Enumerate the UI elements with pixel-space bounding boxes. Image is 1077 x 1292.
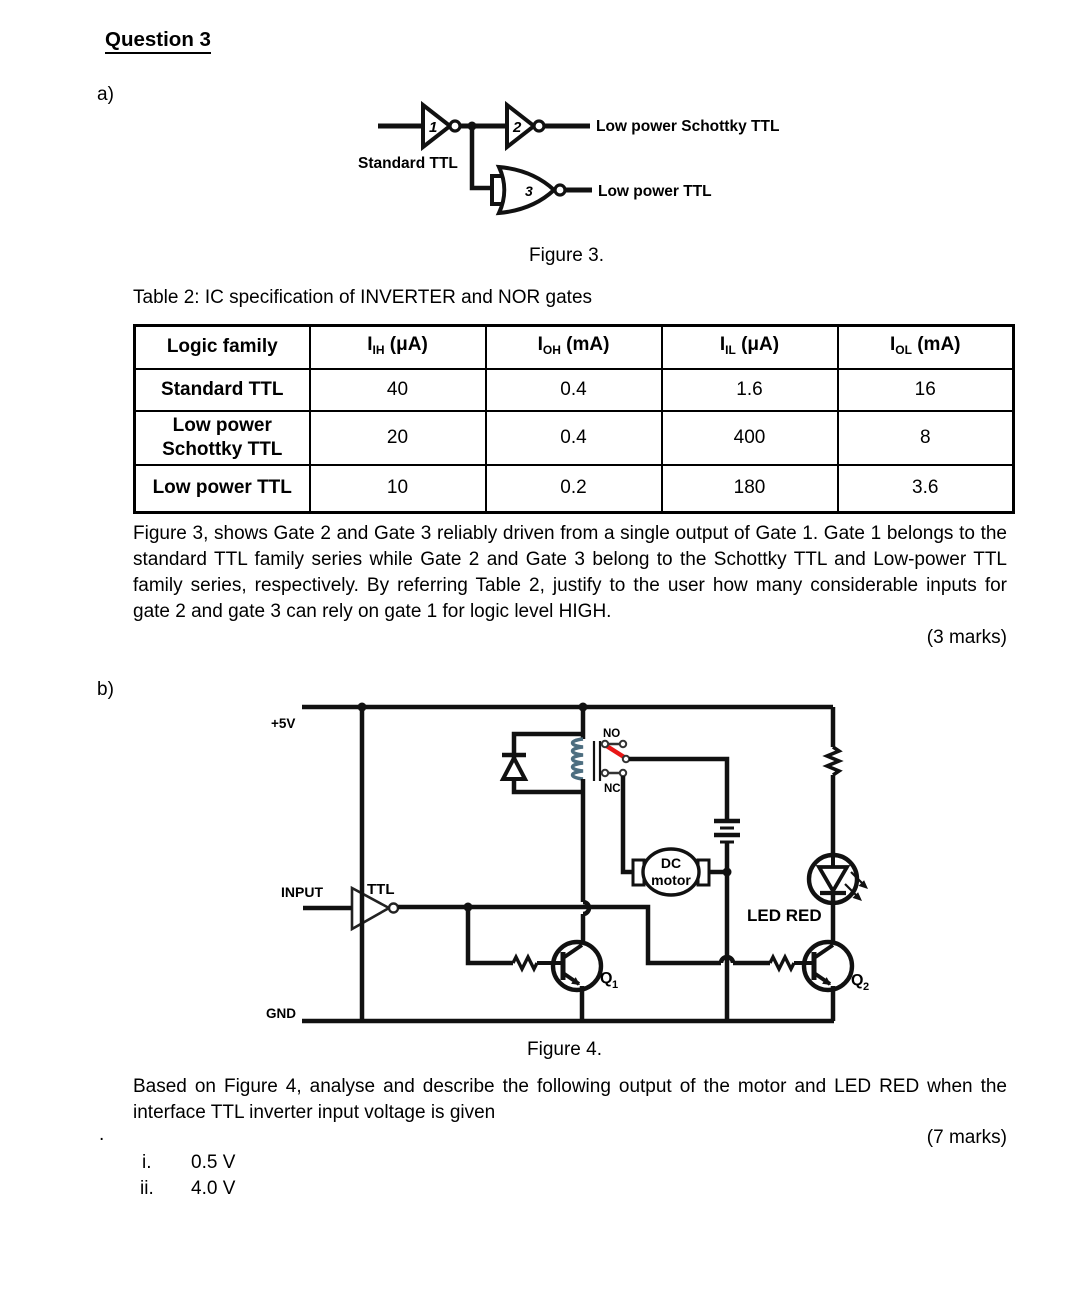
q2-emitter-arrow: [822, 977, 831, 985]
item-number: i.: [142, 1152, 152, 1173]
cell-iil: 400: [660, 409, 839, 466]
part-a-label: a): [97, 84, 114, 105]
cell-iol: 16: [836, 367, 1015, 412]
contact-dot: [618, 739, 628, 749]
standard-ttl-label: Standard TTL: [358, 155, 458, 172]
dc-motor-icon: [641, 847, 701, 897]
common-contact-dot: [621, 754, 631, 764]
figure3-caption: Figure 3.: [529, 245, 604, 266]
cell-ioh: 0.4: [484, 367, 663, 412]
stray-period: .: [99, 1124, 105, 1145]
input-label: INPUT: [281, 884, 323, 900]
q1-label: Q: [600, 970, 612, 987]
item-value: 4.0 V: [191, 1178, 236, 1199]
contact-dot: [618, 768, 628, 778]
inverter2-bubble-icon: [532, 119, 546, 133]
branch-to-gate3-wire: [469, 126, 494, 191]
cell-family: Standard TTL: [133, 367, 311, 412]
q2-base-resistor-icon: [768, 953, 796, 973]
gate2-number: 2: [512, 119, 522, 136]
led-arrowhead: [858, 880, 868, 889]
cell-iol: 8: [836, 409, 1015, 466]
table-row: Standard TTL 40 0.4 1.6 16: [133, 367, 1015, 412]
table-header-row: Logic family IIH (μA) IOH (mA) IIL (μA) …: [133, 324, 1015, 370]
q1-collector-lead: [561, 943, 584, 960]
cell-iil: 1.6: [660, 367, 839, 412]
q1-base-branch-wire: [465, 907, 513, 966]
diode-icon: [499, 753, 529, 781]
question-a-text: Figure 3, shows Gate 2 and Gate 3 reliab…: [133, 523, 1007, 622]
question-a-marks: (3 marks): [926, 627, 1007, 648]
motor-label-dc: DC: [661, 855, 681, 871]
gnd-label: GND: [266, 1006, 296, 1021]
vcc-label: +5V: [271, 716, 295, 731]
cell-family: Low power TTL: [133, 463, 311, 514]
contact-dot: [600, 739, 610, 749]
item-value: 0.5 V: [191, 1152, 236, 1173]
table-row: Low power TTL 10 0.2 180 3.6: [133, 463, 1015, 514]
col-header-iol: IOL (mA): [836, 324, 1015, 370]
inverter1-icon: [421, 100, 454, 152]
nc-to-motor-wire: [620, 776, 634, 875]
nc-label: NC: [604, 783, 621, 795]
q1-emitter-arrow: [571, 977, 580, 985]
figure4-caption: Figure 4.: [527, 1039, 602, 1060]
led-triangle-icon: [815, 865, 851, 895]
relay-coil-icon: [570, 737, 584, 781]
cell-family: Low power Schottky TTL: [133, 409, 311, 466]
ttl-inverter-bubble-icon: [387, 902, 400, 914]
relay-arm: [602, 742, 627, 760]
gate3-number: 3: [525, 183, 533, 199]
motor-label-motor: motor: [651, 872, 691, 888]
led-resistor-icon: [822, 745, 844, 777]
nor-gate-icon: [495, 164, 557, 216]
led-arrowhead: [852, 892, 862, 901]
low-power-ttl-label: Low power TTL: [598, 183, 712, 200]
relay-frame: [592, 741, 602, 781]
wire-hop: [718, 954, 736, 964]
contact-dot: [600, 768, 610, 778]
gate1-number: 1: [429, 119, 437, 136]
cell-ioh: 0.4: [484, 409, 663, 466]
spec-table: Logic family IIH (μA) IOH (mA) IIL (μA) …: [133, 324, 1015, 514]
cell-iol: 3.6: [836, 463, 1015, 514]
col-header-iil: IIL (μA): [660, 324, 839, 370]
nor-bubble-icon: [553, 183, 567, 197]
q2-collector-lead: [812, 943, 835, 960]
q2-label-sub: 2: [863, 981, 869, 993]
col-header-iih: IIH (μA): [308, 324, 487, 370]
ttl-output-wire: [398, 904, 721, 966]
common-to-battery-wire: [629, 756, 730, 820]
led-red-label: LED RED: [747, 906, 822, 925]
junction-dot: [578, 702, 588, 712]
cell-iih: 20: [308, 409, 487, 466]
q2-label: Q: [851, 972, 863, 989]
list-item: ii. 4.0 V: [140, 1176, 235, 1202]
part-b-label: b): [97, 679, 114, 700]
junction-dot: [357, 702, 367, 712]
table2-title: Table 2: IC specification of INVERTER an…: [133, 287, 593, 308]
inverter2-icon: [505, 100, 538, 152]
col-header-family: Logic family: [133, 324, 311, 370]
table-row: Low power Schottky TTL 20 0.4 400 8: [133, 409, 1015, 466]
question-title: Question 3: [105, 28, 211, 54]
q1-label-sub: 1: [612, 979, 618, 991]
figure4-circuit-diagram: NO NC DC motor LED RED: [266, 702, 869, 1024]
inverter1-bubble-icon: [448, 119, 462, 133]
question-b-text: Based on Figure 4, analyse and describe …: [133, 1076, 1007, 1123]
figure3-gates-diagram: 1 2 3 Standard TTL Low power Schottky TT…: [358, 100, 779, 216]
item-number: ii.: [140, 1178, 154, 1199]
list-item: i. 0.5 V: [142, 1150, 235, 1176]
schottky-ttl-label: Low power Schottky TTL: [596, 118, 779, 135]
cell-iil: 180: [660, 463, 839, 514]
ttl-label: TTL: [367, 881, 395, 898]
q1-base-resistor-icon: [511, 953, 539, 973]
cell-iih: 10: [308, 463, 487, 514]
col-header-ioh: IOH (mA): [484, 324, 663, 370]
no-label: NO: [603, 728, 620, 740]
cell-iih: 40: [308, 367, 487, 412]
cell-ioh: 0.2: [484, 463, 663, 514]
question-b-marks: (7 marks): [926, 1127, 1007, 1148]
